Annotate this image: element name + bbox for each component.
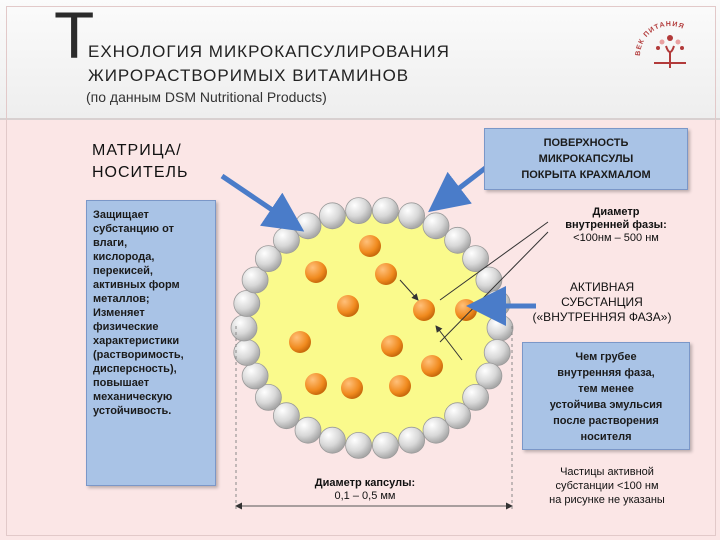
starch-bead: [422, 212, 450, 240]
capsule-diameter-range: 0,1 – 0,5 мм: [334, 490, 396, 502]
starch-bead: [294, 212, 322, 240]
desc-line: повышает: [93, 377, 150, 389]
inner-diameter-range: <100нм – 500 нм: [573, 232, 659, 244]
starch-bead: [371, 431, 399, 459]
desc-line: субстанцию от: [93, 223, 174, 235]
logo: ВЕК ПИТАНИЯ: [635, 21, 686, 68]
starch-bead: [398, 202, 426, 230]
starch-bead: [241, 362, 269, 390]
matrix-label: МАТРИЦА/ НОСИТЕЛЬ: [92, 140, 189, 184]
starch-bead: [444, 402, 472, 430]
active-droplet: [305, 373, 327, 395]
active-droplet: [341, 377, 363, 399]
inner-diameter-arrow-top: [399, 279, 419, 301]
starch-bead: [483, 339, 511, 366]
surface-line: МИКРОКАПСУЛЫ: [538, 153, 634, 165]
coarse-line: носителя: [580, 431, 632, 443]
active-droplet: [413, 299, 435, 321]
active-droplet: [289, 331, 311, 353]
starch-bead: [422, 416, 450, 444]
title-line-2: ЖИРОРАСТВОРИМЫХ ВИТАМИНОВ: [88, 66, 410, 85]
active-droplet: [359, 235, 381, 257]
note-line: на рисунке не указаны: [549, 494, 665, 506]
coarse-phase-box: Чем грубее внутренняя фаза, тем менее ус…: [522, 342, 690, 450]
coarse-line: тем менее: [578, 383, 634, 395]
starch-bead: [462, 245, 490, 273]
starch-bead: [230, 314, 258, 342]
desc-line: дисперсность),: [93, 363, 177, 375]
desc-line: механическую: [93, 391, 173, 403]
logo-emblem-icon: [654, 35, 686, 68]
capsule-diameter-title: Диаметр капсулы:: [314, 477, 416, 489]
active-line: АКТИВНАЯ: [569, 280, 635, 294]
starch-bead: [345, 197, 373, 225]
matrix-label-line-1: МАТРИЦА/: [92, 142, 182, 159]
coarse-line: Чем грубее: [575, 351, 637, 363]
starch-bead: [233, 339, 261, 366]
inner-diameter-line-2: внутренней фазы:: [565, 219, 667, 231]
active-droplet: [421, 355, 443, 377]
starch-bead: [398, 426, 426, 454]
starch-bead: [241, 266, 269, 294]
desc-line: Изменяет: [93, 307, 145, 319]
title-line-1: ЕХНОЛОГИЯ МИКРОКАПСУЛИРОВАНИЯ: [88, 42, 450, 61]
note-label: Частицы активной субстанции <100 нм на р…: [522, 465, 692, 507]
surface-line: ПОВЕРХНОСТЬ: [543, 137, 629, 149]
surface-arrow: [428, 164, 490, 213]
starch-bead: [294, 416, 322, 444]
desc-line: металлов;: [93, 293, 150, 305]
active-droplet: [337, 295, 359, 317]
surface-line: ПОКРЫТА КРАХМАЛОМ: [521, 169, 651, 181]
desc-line: характеристики: [93, 335, 180, 347]
active-line: («ВНУТРЕННЯЯ ФАЗА»): [532, 310, 672, 324]
starch-bead: [318, 202, 346, 230]
subtitle: (по данным DSM Nutritional Products): [86, 89, 327, 105]
capsule-diameter-label: Диаметр капсулы: 0,1 – 0,5 мм: [270, 477, 460, 503]
inner-diameter-line-1: Диаметр: [592, 206, 640, 218]
active-line: СУБСТАНЦИЯ: [561, 295, 643, 309]
starch-bead: [371, 197, 399, 225]
desc-line: влаги,: [93, 237, 128, 249]
desc-line: перекисей,: [93, 265, 153, 277]
active-droplet: [389, 375, 411, 397]
title-initial: Т: [54, 0, 95, 72]
desc-line: физические: [93, 321, 159, 333]
active-droplet: [375, 263, 397, 285]
starch-bead: [444, 226, 472, 254]
note-line: субстанции <100 нм: [555, 480, 659, 492]
desc-line: Защищает: [93, 209, 149, 221]
starch-bead: [254, 245, 282, 273]
surface-box: ПОВЕРХНОСТЬ МИКРОКАПСУЛЫ ПОКРЫТА КРАХМАЛ…: [484, 128, 688, 190]
coarse-line: после растворения: [553, 415, 659, 427]
starch-bead: [318, 426, 346, 454]
coarse-line: внутренняя фаза,: [557, 367, 655, 379]
inner-diameter-pointer-upper: [439, 221, 549, 301]
desc-line: кислорода,: [93, 251, 155, 263]
desc-line: (растворимость,: [93, 349, 184, 361]
starch-bead: [272, 226, 300, 254]
starch-bead: [254, 383, 282, 411]
matrix-arrow: [220, 173, 305, 232]
active-substance-label: АКТИВНАЯ СУБСТАНЦИЯ («ВНУТРЕННЯЯ ФАЗА»): [502, 280, 702, 325]
starch-bead: [345, 431, 373, 459]
desc-line: устойчивость.: [93, 405, 172, 417]
inner-diameter-arrow-bottom: [435, 325, 463, 361]
starch-bead: [233, 290, 261, 317]
active-droplet: [455, 299, 477, 321]
note-line: Частицы активной: [560, 466, 654, 478]
header-band: [0, 0, 720, 120]
matrix-label-line-2: НОСИТЕЛЬ: [92, 164, 189, 181]
starch-bead: [475, 362, 503, 390]
inner-diameter-label: Диаметр внутренней фазы: <100нм – 500 нм: [536, 206, 696, 245]
desc-line: активных форм: [93, 279, 180, 291]
coarse-line: устойчива эмульсия: [549, 399, 663, 411]
starch-bead: [462, 383, 490, 411]
active-droplet: [381, 335, 403, 357]
matrix-description-box: Защищает субстанцию от влаги, кислорода,…: [86, 200, 216, 486]
active-droplet: [305, 261, 327, 283]
starch-bead: [272, 402, 300, 430]
